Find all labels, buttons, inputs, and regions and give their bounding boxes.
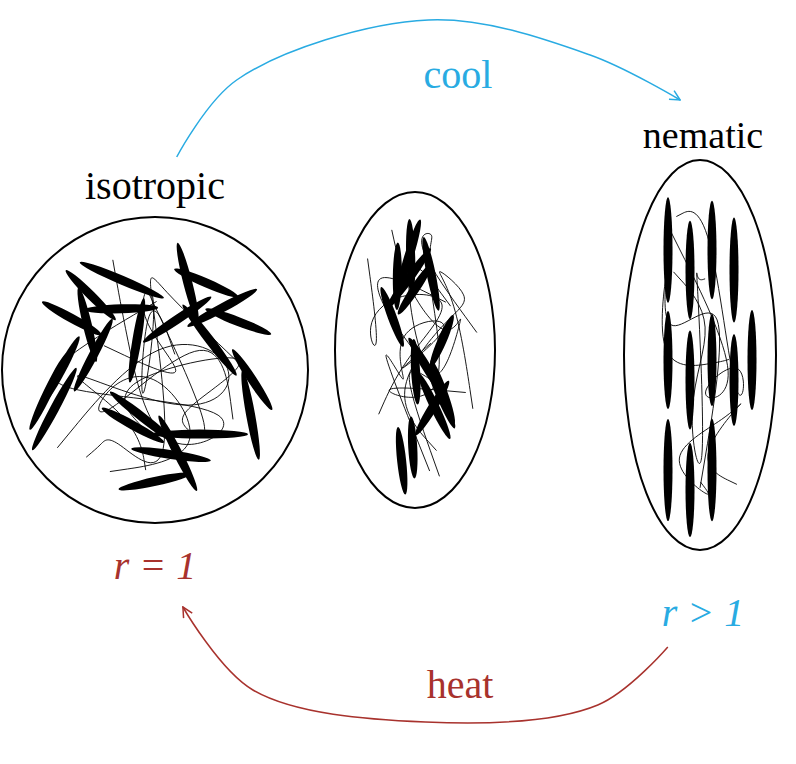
phase-node: isotropic r = 1 [0, 163, 310, 595]
process-label: cool [421, 52, 496, 98]
rod-molecule [125, 297, 148, 383]
process-label: heat [424, 662, 497, 708]
phase-heading: nematic [615, 114, 791, 158]
rod-molecule [427, 313, 458, 369]
rod-molecule [708, 314, 717, 407]
rod-molecule [423, 360, 459, 430]
rod-molecule [28, 366, 80, 453]
rod-molecule [730, 334, 739, 426]
intermediate-ellipse [335, 192, 495, 508]
rod-molecule [394, 218, 425, 292]
rod-molecule [100, 404, 167, 446]
rod-molecule [748, 310, 757, 410]
rod-molecule [708, 419, 717, 521]
rod-molecule [63, 267, 119, 323]
rod-molecule [686, 221, 695, 319]
ratio-label: r = 1 [0, 543, 310, 589]
rod-molecule [664, 197, 673, 302]
rod-molecule [118, 469, 193, 494]
phase-outline [615, 112, 791, 639]
rod-molecule [686, 443, 695, 538]
rod-molecule [377, 286, 408, 349]
phase-outline [0, 163, 310, 595]
rod-molecule [708, 201, 717, 300]
polymer-chain [392, 230, 461, 375]
rod-molecule [730, 218, 739, 323]
transition-arrow [183, 607, 668, 723]
rod-molecule [419, 236, 443, 311]
rod-molecule [229, 347, 276, 413]
rod-molecule [407, 416, 419, 479]
polymer-chain [57, 344, 229, 470]
rod-molecule [664, 419, 673, 521]
phase-heading: isotropic [0, 163, 310, 209]
phase-node: nematic r > 1 [615, 112, 791, 639]
rod-molecule [686, 330, 695, 429]
transition-arrow [177, 20, 680, 157]
rod-molecule [664, 311, 673, 409]
polymer-chain [99, 350, 233, 471]
rod-molecule [179, 302, 240, 379]
ratio-label: r > 1 [615, 590, 791, 636]
rod-molecule [131, 444, 212, 465]
rod-molecule [393, 426, 409, 495]
rod-molecule [152, 430, 248, 439]
rod-molecule [409, 339, 422, 405]
